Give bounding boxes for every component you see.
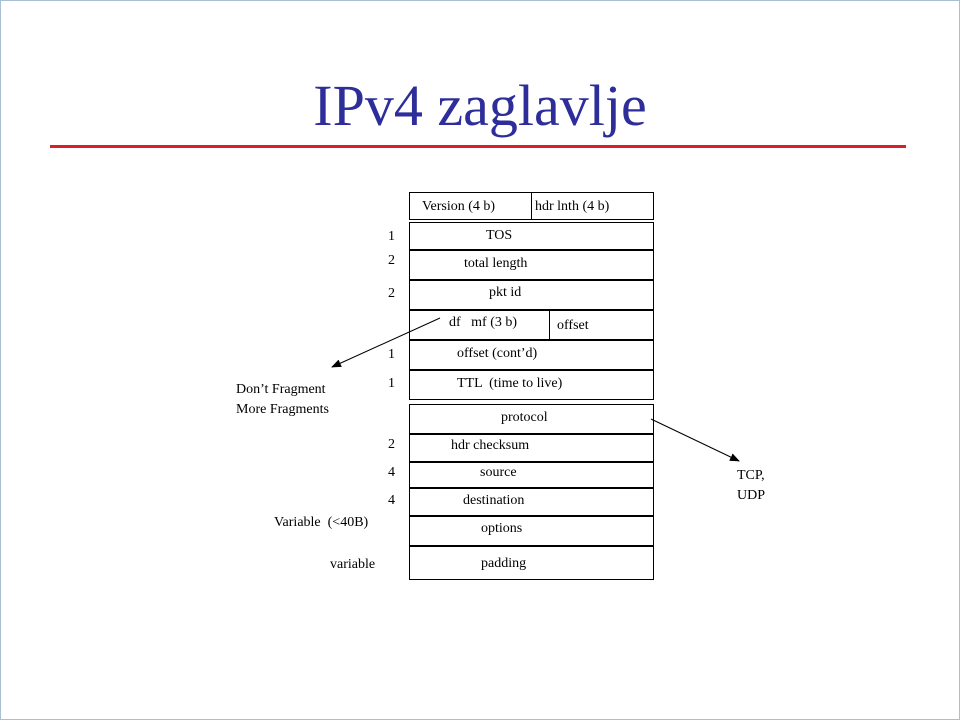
field-offset-label: offset xyxy=(557,318,589,333)
protocol-note-line2: UDP xyxy=(737,488,766,503)
size-ttl: 1 xyxy=(388,376,395,391)
field-options-label: options xyxy=(481,521,523,536)
field-source-label: source xyxy=(480,465,517,480)
field-tos: TOS xyxy=(409,222,654,250)
flags-note: Don’t Fragment More Fragments xyxy=(236,380,329,420)
field-pkt-id: pkt id xyxy=(409,280,654,310)
field-flags: df mf (3 b) xyxy=(409,310,550,340)
field-hdr-length: hdr lnth (4 b) xyxy=(531,192,654,220)
title-rule xyxy=(50,145,906,148)
field-offset-cont: offset (cont’d) xyxy=(409,340,654,370)
size-offset-cont: 1 xyxy=(388,347,395,362)
field-tos-label: TOS xyxy=(486,228,513,243)
field-offset: offset xyxy=(549,310,654,340)
flags-note-line2: More Fragments xyxy=(236,402,329,417)
field-version-label: Version (4 b) xyxy=(422,199,496,214)
field-total-length: total length xyxy=(409,250,654,280)
field-ttl: TTL (time to live) xyxy=(409,370,654,400)
field-ttl-label: TTL (time to live) xyxy=(457,376,563,391)
protocol-arrow xyxy=(650,418,740,462)
size-hdr-checksum: 2 xyxy=(388,437,395,452)
field-padding: padding xyxy=(409,546,654,580)
field-destination: destination xyxy=(409,488,654,516)
field-options: options xyxy=(409,516,654,546)
field-total-length-label: total length xyxy=(464,256,528,271)
field-hdr-checksum: hdr checksum xyxy=(409,434,654,462)
field-version: Version (4 b) xyxy=(409,192,532,220)
size-tos: 1 xyxy=(388,229,395,244)
size-source: 4 xyxy=(388,465,395,480)
field-hdr-checksum-label: hdr checksum xyxy=(451,438,530,453)
slide-title: IPv4 zaglavlje xyxy=(313,73,647,138)
field-hdr-length-label: hdr lnth (4 b) xyxy=(535,199,610,214)
size-options: Variable (<40B) xyxy=(274,515,369,530)
size-padding: variable xyxy=(330,557,376,572)
field-destination-label: destination xyxy=(463,493,525,508)
protocol-note-line1: TCP, xyxy=(737,468,765,483)
field-padding-label: padding xyxy=(481,556,527,571)
field-source: source xyxy=(409,462,654,488)
size-pkt-id: 2 xyxy=(388,286,395,301)
field-offset-cont-label: offset (cont’d) xyxy=(457,346,538,361)
field-pkt-id-label: pkt id xyxy=(489,285,522,300)
protocol-note: TCP, UDP xyxy=(737,466,765,506)
field-protocol-label: protocol xyxy=(501,410,548,425)
size-total-length: 2 xyxy=(388,253,395,268)
size-destination: 4 xyxy=(388,493,395,508)
flags-arrow xyxy=(331,317,441,368)
field-flags-label: df mf (3 b) xyxy=(449,315,518,330)
flags-note-line1: Don’t Fragment xyxy=(236,382,326,397)
field-protocol: protocol xyxy=(409,404,654,434)
